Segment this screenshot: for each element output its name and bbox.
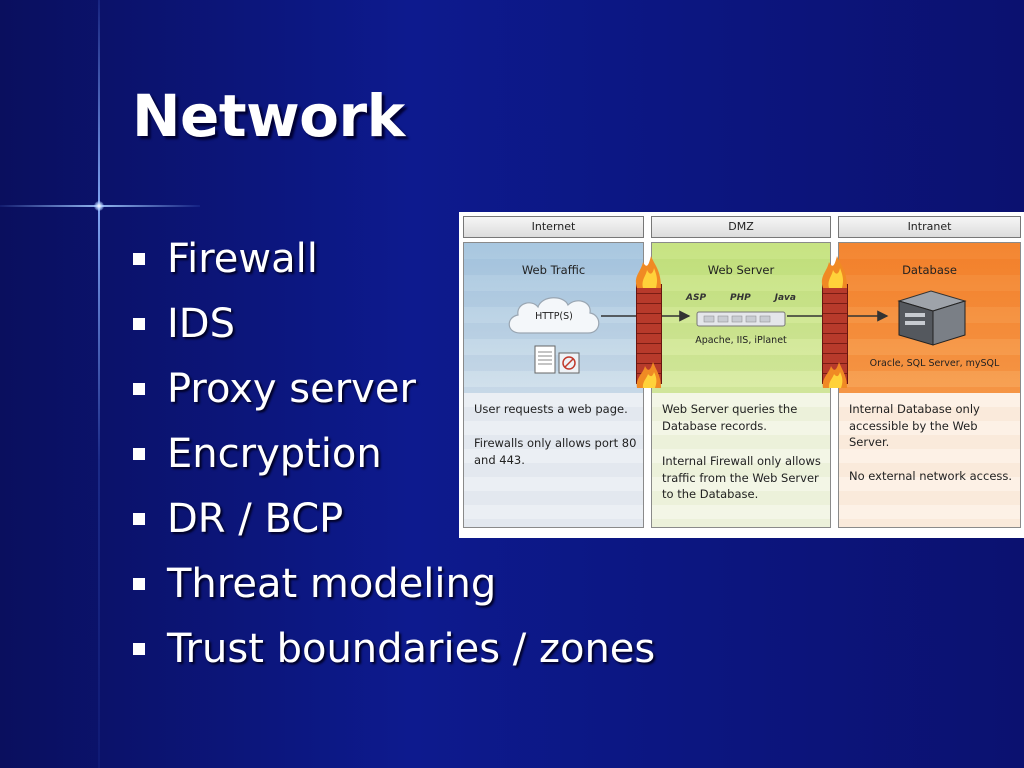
slide-title: Network xyxy=(132,82,405,150)
fire-icon xyxy=(821,256,847,288)
external-firewall-icon xyxy=(636,284,662,384)
internal-firewall-icon xyxy=(822,284,848,384)
zone-description: Web Server queries the Database records. xyxy=(662,402,798,433)
zone-header-intranet: Intranet xyxy=(838,216,1021,238)
bullet-text: Encryption xyxy=(167,430,382,477)
bullet-square-icon xyxy=(133,317,145,330)
database-server-icon xyxy=(897,290,967,346)
web-page-icon xyxy=(534,345,580,374)
tech-label: ASP xyxy=(686,293,707,303)
zone-title: Web Traffic xyxy=(521,263,586,277)
bullet-text: Proxy server xyxy=(167,365,416,412)
tech-label: PHP xyxy=(729,293,751,303)
fire-icon xyxy=(635,256,661,288)
cloud-label: HTTP(S) xyxy=(535,311,573,322)
zone-intranet: Database Oracle, SQL Server, mySQL Inter… xyxy=(838,242,1021,528)
zone-internet: Web Traffic HTTP(S) User requests a web … xyxy=(463,242,644,528)
zone-description-2: Firewalls only allows port 80 and 443. xyxy=(474,436,637,467)
tech-labels: ASP PHP Java xyxy=(686,293,796,303)
server-icon xyxy=(696,311,786,327)
bullet-item: IDS xyxy=(130,291,655,356)
fire-icon xyxy=(636,362,661,388)
bullet-square-icon xyxy=(133,447,145,460)
zone-description: User requests a web page. xyxy=(474,402,628,416)
bullet-text: Firewall xyxy=(167,235,318,282)
zone-title: Database xyxy=(902,263,957,277)
sparkle-icon xyxy=(94,201,104,211)
bullet-square-icon xyxy=(133,512,145,525)
bullet-item: DR / BCP xyxy=(130,486,655,551)
bullet-text: DR / BCP xyxy=(167,495,344,542)
bullet-item: Threat modeling xyxy=(130,551,655,616)
cloud-icon xyxy=(508,297,600,334)
bullet-square-icon xyxy=(133,252,145,265)
zone-description: Internal Database only accessible by the… xyxy=(849,402,980,449)
bullet-square-icon xyxy=(133,642,145,655)
server-software-label: Apache, IIS, iPlanet xyxy=(695,335,787,346)
bullet-item: Encryption xyxy=(130,421,655,486)
zone-title: Web Server xyxy=(707,263,775,277)
network-zones-diagram: Internet DMZ Intranet Web Traffic HTTP(S… xyxy=(459,212,1024,538)
bullet-text: Threat modeling xyxy=(167,560,497,607)
bullet-text: IDS xyxy=(167,300,235,347)
connection-arrows xyxy=(601,310,889,322)
bullet-square-icon xyxy=(133,382,145,395)
bullet-item: Proxy server xyxy=(130,356,655,421)
zone-description-2: No external network access. xyxy=(849,469,1013,483)
database-products-label: Oracle, SQL Server, mySQL xyxy=(869,358,1000,369)
decorative-vertical-line xyxy=(98,0,100,768)
zone-header-dmz: DMZ xyxy=(651,216,831,238)
fire-icon xyxy=(822,362,847,388)
bullet-list: Firewall IDS Proxy server Encryption DR … xyxy=(130,226,655,681)
zone-header-internet: Internet xyxy=(463,216,644,238)
bullet-text: Trust boundaries / zones xyxy=(167,625,656,672)
bullet-square-icon xyxy=(133,577,145,590)
bullet-item: Trust boundaries / zones xyxy=(130,616,655,681)
bullet-item: Firewall xyxy=(130,226,655,291)
zone-description-2: Internal Firewall only allows traffic fr… xyxy=(662,454,821,501)
tech-label: Java xyxy=(774,293,796,303)
